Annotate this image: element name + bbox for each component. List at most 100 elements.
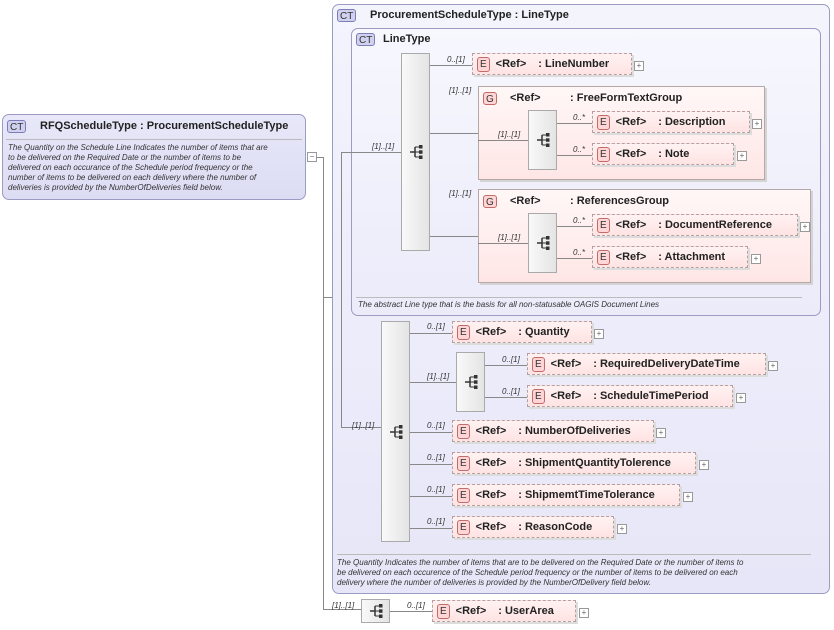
expand-toggle[interactable]: + xyxy=(736,393,746,403)
sequence-icon xyxy=(408,144,424,160)
element-badge: E xyxy=(457,324,470,340)
divider xyxy=(6,139,302,140)
description-cardinality: 0..* xyxy=(573,113,586,122)
connector xyxy=(410,528,452,529)
expand-toggle[interactable]: + xyxy=(617,524,627,534)
connector xyxy=(410,382,456,383)
element-name: : UserArea xyxy=(498,605,554,617)
element-name: : NumberOfDeliveries xyxy=(518,425,631,437)
linetype-doc: The abstract Line type that is the basis… xyxy=(358,300,660,309)
connector xyxy=(410,333,452,334)
element-badge: E xyxy=(457,423,470,439)
connector xyxy=(557,226,592,227)
attachment-element[interactable]: E <Ref> : Attachment xyxy=(592,246,748,268)
element-name: : DocumentReference xyxy=(658,219,772,231)
expand-toggle[interactable]: + xyxy=(768,361,778,371)
reasoncode-element[interactable]: E <Ref> : ReasonCode xyxy=(452,516,614,538)
expand-toggle[interactable]: + xyxy=(752,119,762,129)
ref-label: <Ref> xyxy=(550,358,582,370)
expand-toggle[interactable]: + xyxy=(634,61,644,71)
connector xyxy=(323,157,324,609)
element-name: : Quantity xyxy=(518,326,570,338)
scheduletimeperiod-cardinality: 0..[1] xyxy=(502,387,520,396)
complex-type-badge: CT xyxy=(337,9,357,22)
numberofdeliveries-cardinality: 0..[1] xyxy=(427,421,445,430)
root-doc-line-2: to be delivered on the Required Date or … xyxy=(8,153,242,162)
ref-label: <Ref> xyxy=(475,457,507,469)
expand-toggle[interactable]: + xyxy=(656,428,666,438)
sequence-cardinality: [1]..[1] xyxy=(498,130,521,139)
sequence-icon xyxy=(535,132,551,148)
connector xyxy=(478,140,528,141)
ref-label: <Ref> xyxy=(510,195,541,207)
element-badge: E xyxy=(457,519,470,535)
sequence-icon xyxy=(463,374,479,390)
collapse-toggle[interactable]: − xyxy=(307,152,317,162)
note-element[interactable]: E <Ref> : Note xyxy=(592,143,734,165)
expand-toggle[interactable]: + xyxy=(683,492,693,502)
documentreference-cardinality: 0..* xyxy=(573,216,586,225)
group-cardinality: [1]..[1] xyxy=(449,189,472,198)
connector xyxy=(478,243,528,244)
element-name: : ShipmemtTimeTolerance xyxy=(518,489,655,501)
element-badge: E xyxy=(477,56,490,72)
shipmemttimetolerance-element[interactable]: E <Ref> : ShipmemtTimeTolerance xyxy=(452,484,680,506)
ref-label: <Ref> xyxy=(615,116,647,128)
connector xyxy=(557,258,592,259)
description-element[interactable]: E <Ref> : Description xyxy=(592,111,750,133)
ref-label: <Ref> xyxy=(550,390,582,402)
shipmentquantitytolerence-element[interactable]: E <Ref> : ShipmentQuantityTolerence xyxy=(452,452,696,474)
group-name: : FreeFormTextGroup xyxy=(570,92,683,104)
group-cardinality: [1]..[1] xyxy=(449,86,472,95)
ref-label: <Ref> xyxy=(475,521,507,533)
requireddeliverydatetime-element[interactable]: E <Ref> : RequiredDeliveryDateTime xyxy=(527,353,766,375)
expand-toggle[interactable]: + xyxy=(800,222,810,232)
shipmemttimetolerance-cardinality: 0..[1] xyxy=(427,485,445,494)
attachment-cardinality: 0..* xyxy=(573,248,586,257)
divider xyxy=(356,297,802,298)
documentreference-element[interactable]: E <Ref> : DocumentReference xyxy=(592,214,798,236)
element-badge: E xyxy=(532,388,545,404)
element-badge: E xyxy=(597,217,610,233)
connector xyxy=(317,157,323,158)
sequence-cardinality: [1]..[1] xyxy=(352,421,375,430)
userarea-element[interactable]: E <Ref> : UserArea xyxy=(432,600,576,622)
element-name: : Attachment xyxy=(658,251,726,263)
divider xyxy=(337,554,811,555)
group-name: : ReferencesGroup xyxy=(570,195,670,207)
freeformtextgroup-group[interactable]: G <Ref> : FreeFormTextGroup xyxy=(478,86,765,180)
element-badge: E xyxy=(597,114,610,130)
scheduletimeperiod-element[interactable]: E <Ref> : ScheduleTimePeriod xyxy=(527,385,733,407)
ref-label: <Ref> xyxy=(615,219,647,231)
expand-toggle[interactable]: + xyxy=(737,151,747,161)
connector xyxy=(557,155,592,156)
connector xyxy=(410,432,452,433)
sequence-icon xyxy=(535,235,551,251)
connector xyxy=(410,464,452,465)
ref-label: <Ref> xyxy=(615,148,647,160)
connector xyxy=(485,397,527,398)
connector xyxy=(390,611,432,612)
outer-doc-line-1: The Quantity Indicates the number of ite… xyxy=(337,558,744,567)
numberofdeliveries-element[interactable]: E <Ref> : NumberOfDeliveries xyxy=(452,420,654,442)
requireddeliverydatetime-cardinality: 0..[1] xyxy=(502,355,520,364)
expand-toggle[interactable]: + xyxy=(699,460,709,470)
root-doc-line-4: number of items to be delivered on each … xyxy=(8,173,257,182)
element-badge: E xyxy=(457,455,470,471)
complex-type-badge: CT xyxy=(7,120,27,133)
expand-toggle[interactable]: + xyxy=(751,254,761,264)
linetype-title: LineType xyxy=(383,33,431,45)
expand-toggle[interactable]: + xyxy=(579,608,589,618)
linenumber-element[interactable]: E <Ref> : LineNumber xyxy=(472,53,632,75)
connector xyxy=(485,365,527,366)
ref-label: <Ref> xyxy=(475,425,507,437)
procurement-sequence[interactable] xyxy=(381,321,410,542)
connector xyxy=(323,297,332,298)
shipmentquantitytolerence-cardinality: 0..[1] xyxy=(427,453,445,462)
outer-doc-line-3: delivery where the number of deliveries … xyxy=(337,578,651,587)
element-badge: E xyxy=(437,603,450,619)
quantity-element[interactable]: E <Ref> : Quantity xyxy=(452,321,592,343)
element-name: : Note xyxy=(658,148,690,160)
expand-toggle[interactable]: + xyxy=(594,329,604,339)
ref-label: <Ref> xyxy=(475,489,507,501)
